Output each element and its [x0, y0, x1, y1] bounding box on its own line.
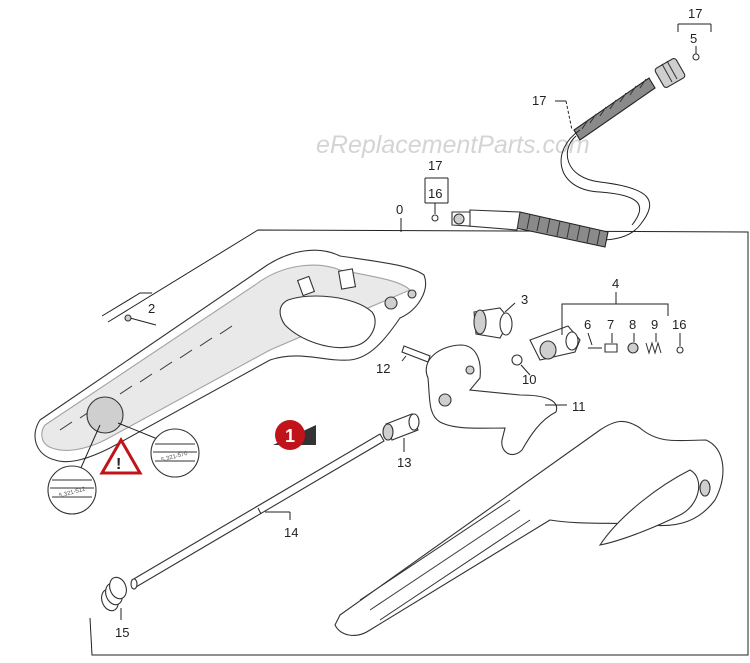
handle-grip-opening [279, 295, 376, 349]
callout-4: 4 [612, 276, 619, 291]
valve-part-3 [473, 307, 513, 339]
callout-9: 9 [651, 317, 658, 332]
part-7 [604, 343, 618, 353]
callout-13: 13 [397, 455, 411, 470]
valve-part-4 [529, 325, 581, 361]
hose-crimp [467, 209, 521, 231]
warning-triangle-icon: ! [99, 436, 143, 475]
callout-17-middle: 17 [532, 93, 546, 108]
inset-label-left [47, 465, 97, 515]
right-grip-opening [598, 469, 700, 546]
label-spot [86, 396, 124, 434]
trigger-11 [425, 344, 558, 455]
spring-9 [645, 341, 662, 355]
inset-label-right [150, 428, 200, 478]
callout-15: 15 [115, 625, 129, 640]
o-ring-17-16 [431, 214, 439, 222]
warning-label-callout: 5.321-512 5.321-570 [47, 396, 200, 515]
callout-17-top: 17 [688, 6, 702, 21]
lance-tube-14 [130, 433, 385, 590]
pin-12 [401, 345, 431, 363]
callout-10: 10 [522, 372, 536, 387]
handle-left-half [34, 249, 426, 463]
o-ring-10 [511, 354, 523, 366]
callout-16-hose: 16 [428, 186, 442, 201]
o-ring-17-5 [692, 53, 700, 61]
handle-right-half [334, 420, 724, 636]
callout-3: 3 [521, 292, 528, 307]
number-badge-icon: 1 [273, 420, 316, 450]
callout-0: 0 [396, 202, 403, 217]
warning-symbol: ! [116, 456, 121, 473]
nozzle-adapter-13 [382, 413, 420, 441]
assembly-boundary [89, 229, 749, 656]
callout-8: 8 [629, 317, 636, 332]
ball-8 [627, 342, 639, 354]
hose-spring-top [573, 77, 656, 141]
callout-6: 6 [584, 317, 591, 332]
screw-2 [124, 314, 157, 326]
o-ring-16 [676, 346, 684, 354]
callout-17-left: 17 [428, 158, 442, 173]
watermark: eReplacementParts.com [316, 131, 590, 159]
callout-14: 14 [284, 525, 298, 540]
callout-12: 12 [376, 361, 390, 376]
badge-number: 1 [285, 426, 295, 446]
callout-7: 7 [607, 317, 614, 332]
hose-nut [654, 58, 686, 88]
callout-5: 5 [690, 31, 697, 46]
hose-assembly [431, 53, 700, 248]
callout-2: 2 [148, 301, 155, 316]
spring-15 [101, 576, 127, 612]
callout-16-valve: 16 [672, 317, 686, 332]
callout-11: 11 [572, 399, 586, 414]
